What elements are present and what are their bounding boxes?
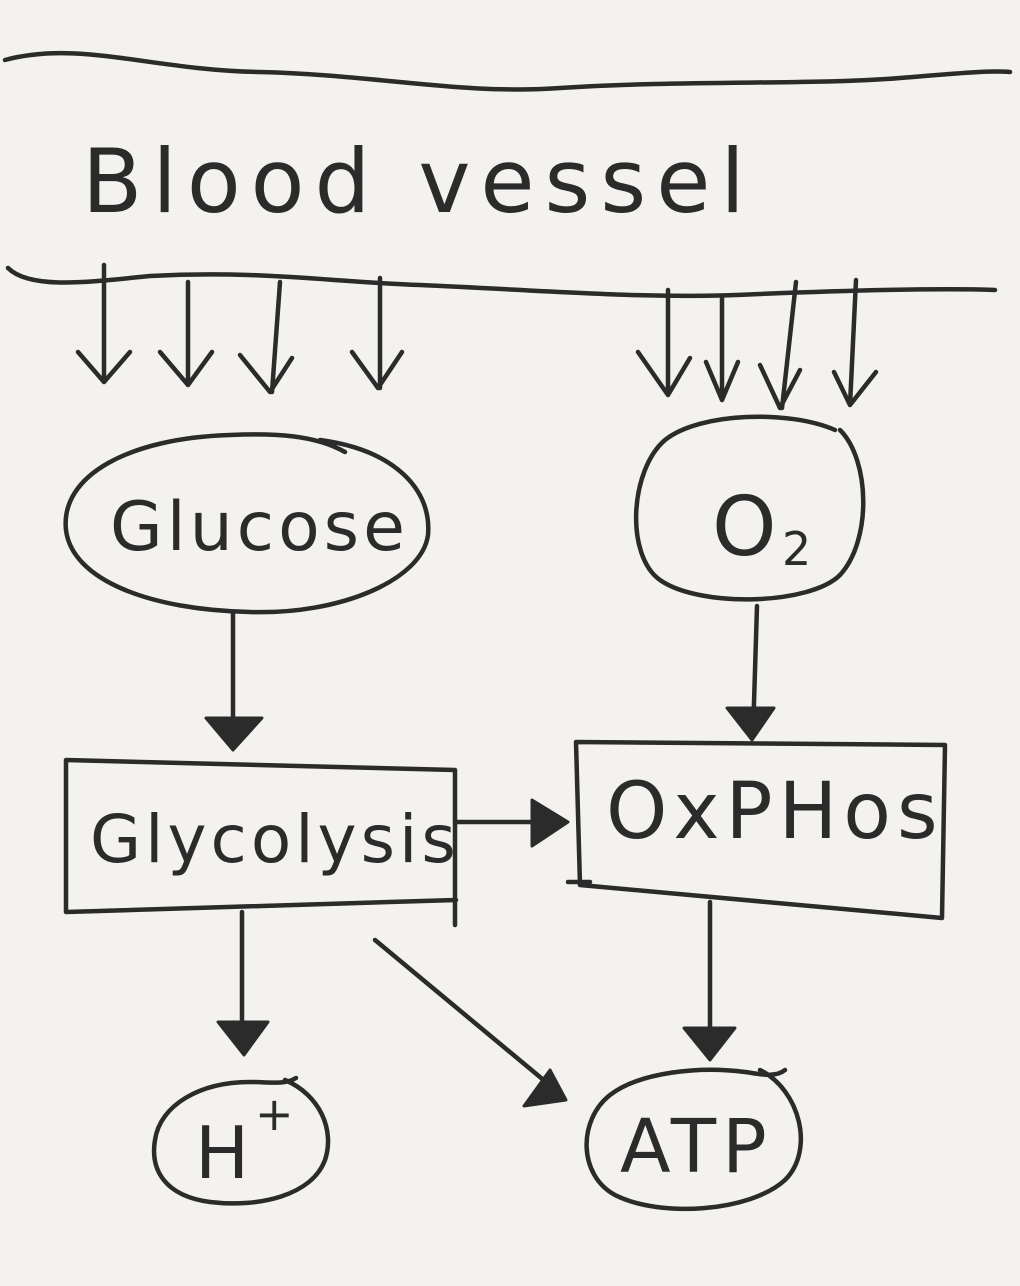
h-plus-superscript: + bbox=[255, 1087, 294, 1141]
arrowhead bbox=[522, 1068, 568, 1108]
glucose-influx-arrow bbox=[237, 279, 295, 395]
atp-node: ATP bbox=[584, 1067, 804, 1212]
glycolysis-box bbox=[63, 757, 459, 928]
o2-influx-arrow bbox=[703, 293, 741, 403]
glucose-label: Glucose bbox=[110, 488, 409, 567]
o2-influx-arrows bbox=[635, 277, 879, 411]
arrowhead bbox=[204, 716, 264, 752]
oxphos-label: OxPHos bbox=[606, 767, 944, 857]
o2-label: O bbox=[712, 480, 777, 575]
glucose-influx-arrow bbox=[157, 279, 215, 388]
arrow-glycolysis-to-oxphos bbox=[452, 798, 570, 848]
atp-label: ATP bbox=[620, 1104, 773, 1190]
vessel-bottom-wall bbox=[5, 265, 998, 299]
glycolysis-label: Glycolysis bbox=[90, 801, 460, 878]
glucose-ellipse bbox=[63, 432, 431, 615]
arrow-o2-to-oxphos bbox=[725, 603, 776, 742]
arrowhead bbox=[530, 798, 570, 848]
o2-subscript: 2 bbox=[782, 522, 811, 576]
vessel-label: Blood vessel bbox=[82, 130, 755, 233]
glucose-node: Glucose bbox=[63, 432, 431, 615]
arrow-oxphos-to-atp bbox=[682, 899, 737, 1062]
o2-influx-arrow bbox=[757, 279, 803, 411]
o2-influx-arrow bbox=[635, 287, 693, 398]
oxphos-box bbox=[565, 739, 948, 921]
vessel-top-wall bbox=[2, 50, 1013, 92]
o2-influx-arrow bbox=[831, 277, 879, 408]
arrowhead bbox=[725, 706, 776, 742]
o2-ellipse bbox=[634, 414, 866, 602]
arrow-glucose-to-glycolysis bbox=[204, 609, 264, 752]
glycolysis-node: Glycolysis bbox=[63, 757, 460, 928]
atp-ellipse bbox=[584, 1067, 804, 1212]
arrowhead bbox=[682, 1026, 737, 1062]
h-plus-label: H bbox=[195, 1111, 249, 1195]
h-plus-node: H + bbox=[151, 1075, 331, 1206]
arrow-glycolysis-to-atp bbox=[372, 937, 568, 1108]
arrow-glycolysis-to-h-plus bbox=[216, 909, 270, 1057]
glucose-influx-arrow bbox=[349, 275, 405, 391]
h-plus-ellipse bbox=[151, 1075, 331, 1206]
arrowhead bbox=[216, 1020, 270, 1057]
o2-node: O 2 bbox=[634, 414, 866, 602]
glucose-influx-arrows bbox=[75, 262, 405, 395]
oxphos-node: OxPHos bbox=[565, 739, 948, 921]
glucose-influx-arrow bbox=[75, 262, 133, 385]
